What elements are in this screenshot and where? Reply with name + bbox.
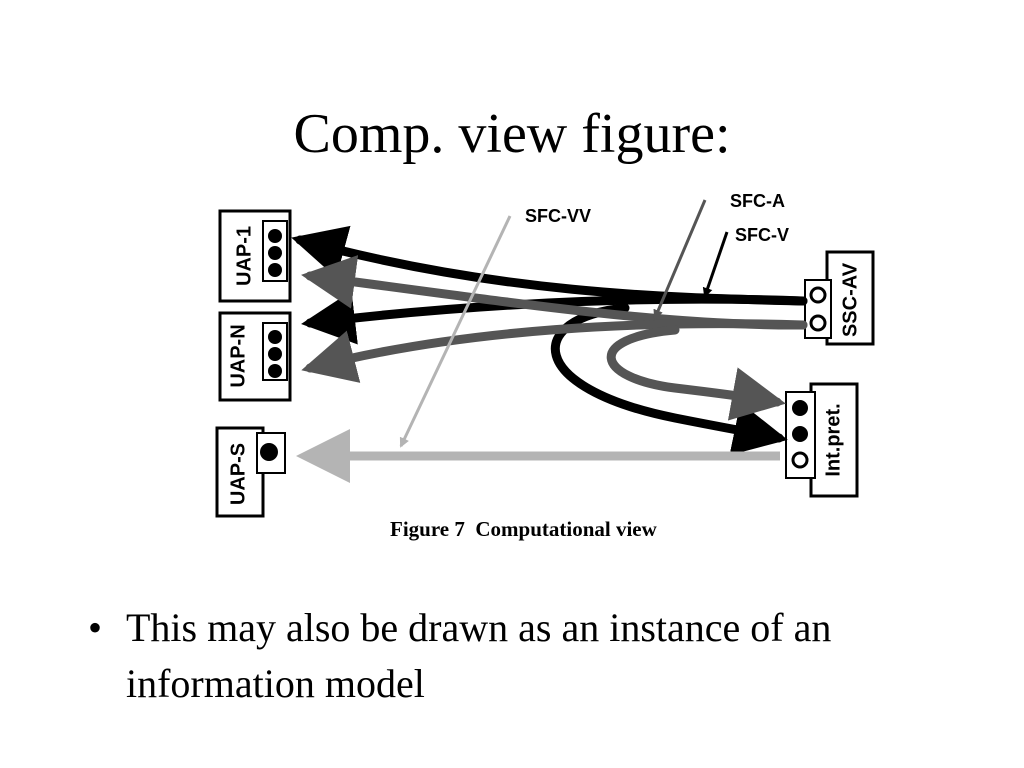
- bullet-text: This may also be drawn as an instance of…: [126, 605, 832, 706]
- bullet-item: • This may also be drawn as an instance …: [88, 600, 968, 712]
- flow-dark-to-uapn: [301, 319, 808, 383]
- uaps-label: UAP-S: [227, 443, 249, 505]
- computational-view-figure: UAP-1 UAP-N UAP-S SSC-AV: [205, 188, 895, 548]
- computational-view-diagram: UAP-1 UAP-N UAP-S SSC-AV: [215, 191, 875, 541]
- interpreter-component: Int.pret.: [785, 382, 859, 498]
- label-sfc-a: SFC-A: [730, 191, 785, 211]
- pointer-sfc-v: [702, 231, 729, 298]
- sscav-label: SSC-AV: [839, 262, 861, 337]
- label-sfc-v: SFC-V: [735, 225, 789, 245]
- flow-sscav-to-uapn: [301, 290, 808, 345]
- uapn-label: UAP-N: [227, 324, 249, 387]
- figure-caption: Figure 7 Computational view: [390, 517, 658, 541]
- flow-dark-to-interpreter: [606, 325, 786, 421]
- bullet-marker: •: [88, 605, 103, 650]
- uap1-label: UAP-1: [233, 226, 255, 286]
- sscav-component: SSC-AV: [804, 250, 875, 346]
- interpreter-label: Int.pret.: [822, 403, 844, 476]
- bullet-list: • This may also be drawn as an instance …: [88, 600, 968, 712]
- uapn-component: UAP-N: [218, 311, 292, 402]
- pointer-sfc-a: [653, 199, 707, 320]
- uap1-component: UAP-1: [218, 209, 292, 303]
- flow-sscav-to-uap1: [291, 225, 808, 306]
- label-sfc-vv: SFC-VV: [525, 206, 591, 226]
- flow-black-group: [291, 225, 808, 456]
- slide-title: Comp. view figure:: [293, 103, 731, 165]
- pointer-sfc-vv: [399, 215, 512, 448]
- uaps-component: UAP-S: [215, 426, 286, 518]
- flow-dark-group: [301, 255, 808, 421]
